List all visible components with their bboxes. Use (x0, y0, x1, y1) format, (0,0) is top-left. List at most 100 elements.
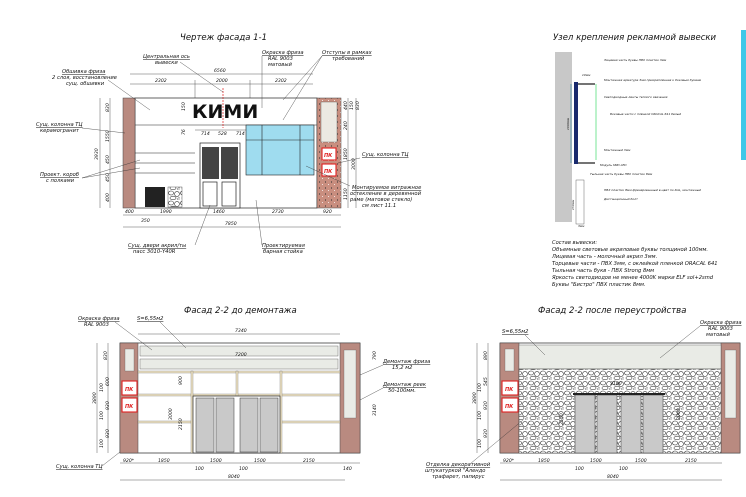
svg-text:100: 100 (575, 466, 584, 472)
svg-text:сущ. обшивки: сущ. обшивки (66, 81, 105, 87)
svg-text:8040: 8040 (607, 474, 619, 480)
svg-text:вывески: вывески (155, 60, 178, 66)
svg-text:714: 714 (201, 131, 210, 137)
svg-text:440: 440 (343, 101, 349, 110)
svg-text:Яркость светодиодов не менее 4: Яркость светодиодов не менее 4000K марки… (551, 275, 714, 281)
svg-text:920: 920 (323, 209, 332, 215)
svg-text:остекление в деревянной: остекление в деревянной (350, 191, 422, 197)
svg-text:100: 100 (477, 383, 483, 392)
svg-text:Проектируемая: Проектируемая (262, 243, 305, 249)
svg-text:150мм: 150мм (571, 199, 575, 210)
facade-2-2-after: Фасад 2-2 после переустройства ПК ПК 389… (425, 306, 742, 481)
wall (555, 52, 572, 222)
svg-text:2000: 2000 (216, 78, 228, 84)
svg-text:1460: 1460 (213, 209, 225, 215)
svg-text:ПК: ПК (125, 404, 134, 410)
svg-text:1850: 1850 (538, 458, 550, 464)
svg-text:Буквы "Бистро" ПВХ пластик 8мм: Буквы "Бистро" ПВХ пластик 8мм. (552, 282, 646, 288)
facade-1-1: Чертеж фасада 1-1 6560 2302 2000 2302 ПК… (36, 33, 422, 255)
svg-text:140: 140 (343, 466, 352, 472)
svg-text:RAL 9003: RAL 9003 (84, 322, 109, 328)
svg-text:матовый: матовый (268, 62, 292, 68)
showcase-glazing (245, 124, 315, 176)
svg-text:2302: 2302 (155, 78, 167, 84)
svg-text:100: 100 (195, 466, 204, 472)
svg-text:Тыльная часть буквы ПВХ пласти: Тыльная часть буквы ПВХ пластик 8мм (590, 172, 653, 176)
svg-text:100: 100 (99, 411, 105, 420)
svg-text:528: 528 (218, 131, 227, 137)
svg-text:Боковые части с плёнкой ORACAL: Боковые части с плёнкой ORACAL 641 белый (610, 112, 681, 116)
svg-text:790: 790 (372, 351, 378, 360)
svg-text:7200: 7200 (235, 352, 247, 358)
svg-text:барная стойка: барная стойка (263, 249, 303, 255)
svg-text:890: 890 (483, 351, 489, 360)
svg-text:830: 830 (355, 101, 361, 110)
left-column (122, 97, 136, 209)
svg-text:требований: требований (332, 56, 365, 62)
svg-text:S=6,55м2: S=6,55м2 (502, 329, 528, 335)
svg-text:3890: 3890 (472, 392, 478, 404)
svg-text:3мм: 3мм (578, 224, 585, 228)
svg-text:Демонтаж реек: Демонтаж реек (382, 382, 427, 388)
svg-text:100: 100 (619, 466, 628, 472)
svg-text:керамогранит: керамогранит (40, 128, 80, 134)
svg-text:Отделка декоративной: Отделка декоративной (426, 462, 491, 468)
svg-text:Модуль SMD LED: Модуль SMD LED (600, 163, 627, 167)
svg-text:Состав вывески:: Состав вывески: (552, 240, 597, 246)
svg-text:ПК: ПК (324, 169, 333, 175)
svg-text:3000: 3000 (351, 158, 357, 170)
svg-text:Дистанционный болт: Дистанционный болт (603, 197, 638, 201)
svg-text:Демонтаж фриза: Демонтаж фриза (382, 359, 430, 365)
svg-text:ПК: ПК (324, 153, 333, 159)
svg-text:900: 900 (178, 376, 184, 385)
svg-text:1500: 1500 (635, 458, 647, 464)
svg-text:7850: 7850 (225, 221, 237, 227)
svg-text:150: 150 (349, 101, 355, 110)
svg-text:100: 100 (239, 466, 248, 472)
svg-text:3890: 3890 (92, 392, 98, 404)
svg-text:100: 100 (477, 411, 483, 420)
mount-node: Узел крепления рекламной вывески Лицевая… (551, 33, 718, 288)
svg-text:S=6,55м2: S=6,55м2 (137, 316, 163, 322)
svg-text:ПВХ пластик 8мм фрезерованный: ПВХ пластик 8мм фрезерованный в цвет по … (604, 188, 701, 192)
svg-text:Светодиодные ленты теплого све: Светодиодные ленты теплого свечения (604, 95, 668, 99)
svg-text:450: 450 (105, 155, 111, 164)
svg-text:Сущ. колонна ТЦ: Сущ. колонна ТЦ (56, 464, 102, 470)
decorative-plaster (518, 368, 722, 454)
svg-text:930: 930 (483, 429, 489, 438)
svg-text:100: 100 (99, 383, 105, 392)
svg-text:600: 600 (105, 377, 111, 386)
svg-text:830: 830 (103, 351, 109, 360)
svg-text:930: 930 (105, 429, 111, 438)
svg-text:ПК: ПК (505, 387, 514, 393)
svg-text:Сущ. двери акрил/ты: Сущ. двери акрил/ты (128, 243, 186, 249)
svg-text:2150: 2150 (178, 418, 184, 430)
svg-text:15,2 м2: 15,2 м2 (392, 365, 412, 371)
svg-text:2150: 2150 (303, 458, 315, 464)
svg-text:см лист 11.1: см лист 11.1 (362, 203, 396, 209)
svg-text:2730: 2730 (272, 209, 284, 215)
svg-text:Окраска фриза: Окраска фриза (78, 316, 120, 322)
svg-text:350: 350 (141, 218, 150, 224)
sign-text: КИМИ (192, 101, 258, 123)
svg-text:2302: 2302 (275, 78, 287, 84)
svg-text:раме (матовое стекло): раме (матовое стекло) (349, 197, 412, 203)
facade-1-1-title: Чертеж фасада 1-1 (180, 33, 267, 43)
svg-text:Фасад 2-2 до демонтажа: Фасад 2-2 до демонтажа (184, 306, 297, 316)
svg-text:трафарет, папирус: трафарет, папирус (432, 474, 485, 480)
facade-2-2-before: Фасад 2-2 до демонтажа ПК ПК 7340 7200 3… (56, 306, 430, 481)
svg-text:Окраска фриза: Окраска фриза (700, 320, 742, 326)
svg-text:6560: 6560 (214, 68, 226, 74)
svg-text:1990: 1990 (160, 209, 172, 215)
svg-text:Монтируемое витражное: Монтируемое витражное (352, 185, 421, 191)
svg-text:240: 240 (343, 121, 349, 130)
svg-text:10мм: 10мм (582, 73, 591, 77)
svg-text:Лицевая часть буквы ПВХ пласти: Лицевая часть буквы ПВХ пластик 3мм (603, 58, 667, 62)
svg-text:1550: 1550 (105, 130, 111, 142)
svg-text:Сущ. колонна ТЦ: Сущ. колонна ТЦ (36, 122, 82, 128)
svg-text:Окраска фриза: Окраска фриза (262, 50, 304, 56)
svg-text:8040: 8040 (228, 474, 240, 480)
svg-text:714: 714 (236, 131, 245, 137)
svg-text:Центральная ось: Центральная ось (143, 54, 190, 60)
svg-text:Лицевая часть - молочный акрил: Лицевая часть - молочный акрил 3мм. (551, 254, 657, 260)
